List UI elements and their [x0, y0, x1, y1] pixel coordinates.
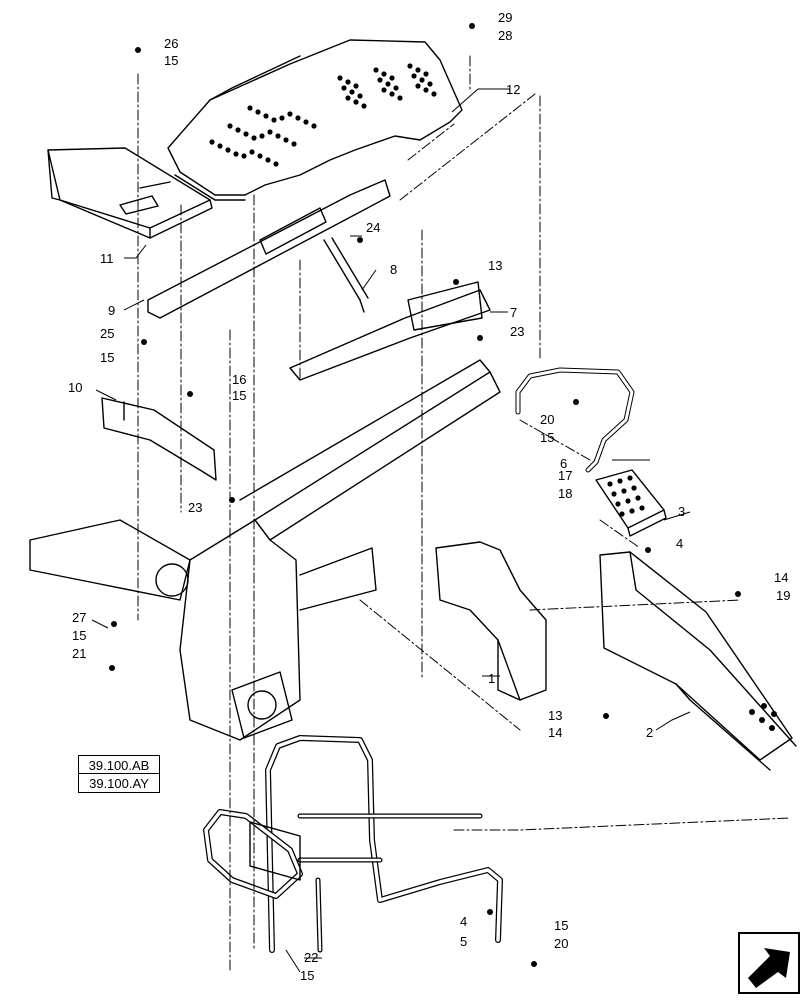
part-8-strut — [323, 237, 369, 313]
callout-21: 21 — [72, 646, 86, 661]
callout-17: 17 — [558, 468, 572, 483]
main-frame — [29, 359, 501, 741]
part-2-perforations — [749, 703, 777, 731]
part-1-bracket — [435, 541, 547, 701]
callout-8: 8 — [390, 262, 397, 277]
callout-27: 27 — [72, 610, 86, 625]
part-9-bracket — [147, 179, 391, 319]
callout-16: 16 — [232, 372, 246, 387]
callout-29: 29 — [498, 10, 512, 25]
callout-13a: 13 — [488, 258, 502, 273]
callout-15a: 15 — [164, 53, 178, 68]
callout-15f: 15 — [554, 918, 568, 933]
callout-18: 18 — [558, 486, 572, 501]
callout-22: 22 — [304, 950, 318, 965]
part-2-step-assembly — [599, 551, 797, 771]
part-7-bracket — [289, 281, 491, 381]
part-6-handrail — [515, 367, 635, 473]
callout-23a: 23 — [188, 500, 202, 515]
callout-4b: 4 — [460, 914, 467, 929]
callout-13b: 13 — [548, 708, 562, 723]
callout-4a: 4 — [676, 536, 683, 551]
callout-24: 24 — [366, 220, 380, 235]
callout-leaders — [91, 88, 691, 973]
callout-15e: 15 — [72, 628, 86, 643]
part-10-bracket — [101, 397, 217, 481]
callout-6: 6 — [560, 456, 567, 471]
callout-7: 7 — [510, 305, 517, 320]
callout-20a: 20 — [540, 412, 554, 427]
part-12-perforations — [209, 63, 437, 167]
callout-15d: 15 — [540, 430, 554, 445]
callout-5: 5 — [460, 934, 467, 949]
part-3-perforations — [607, 475, 645, 517]
part-11-platform — [47, 147, 213, 239]
part-3-step-plate — [595, 469, 667, 537]
callout-labels: 1 2 3 4 4 5 6 7 8 9 10 11 12 13 13 14 14… — [68, 10, 790, 983]
hardware-fasteners — [109, 23, 741, 967]
part-5-guard-rail — [203, 735, 503, 953]
navigate-back-button[interactable] — [738, 932, 800, 994]
callout-14a: 14 — [774, 570, 788, 585]
callout-14b: 14 — [548, 725, 562, 740]
callout-28: 28 — [498, 28, 512, 43]
callout-1: 1 — [488, 671, 495, 686]
callout-19: 19 — [776, 588, 790, 603]
callout-12: 12 — [506, 82, 520, 97]
callout-26: 26 — [164, 36, 178, 51]
callout-20b: 20 — [554, 936, 568, 951]
callout-15g: 15 — [300, 968, 314, 983]
assembly-lines — [137, 55, 791, 971]
callout-11: 11 — [100, 251, 114, 266]
callout-10: 10 — [68, 380, 82, 395]
callout-15b: 15 — [100, 350, 114, 365]
arrow-icon — [748, 948, 790, 988]
callout-23b: 23 — [510, 324, 524, 339]
reference-link-39-100-ab[interactable]: 39.100.AB — [78, 755, 160, 775]
reference-link-39-100-ay[interactable]: 39.100.AY — [78, 773, 160, 793]
callout-9: 9 — [108, 303, 115, 318]
callout-15c: 15 — [232, 388, 246, 403]
callout-25: 25 — [100, 326, 114, 341]
callout-3: 3 — [678, 504, 685, 519]
part-12-floor-plate — [167, 39, 463, 201]
callout-2: 2 — [646, 725, 653, 740]
